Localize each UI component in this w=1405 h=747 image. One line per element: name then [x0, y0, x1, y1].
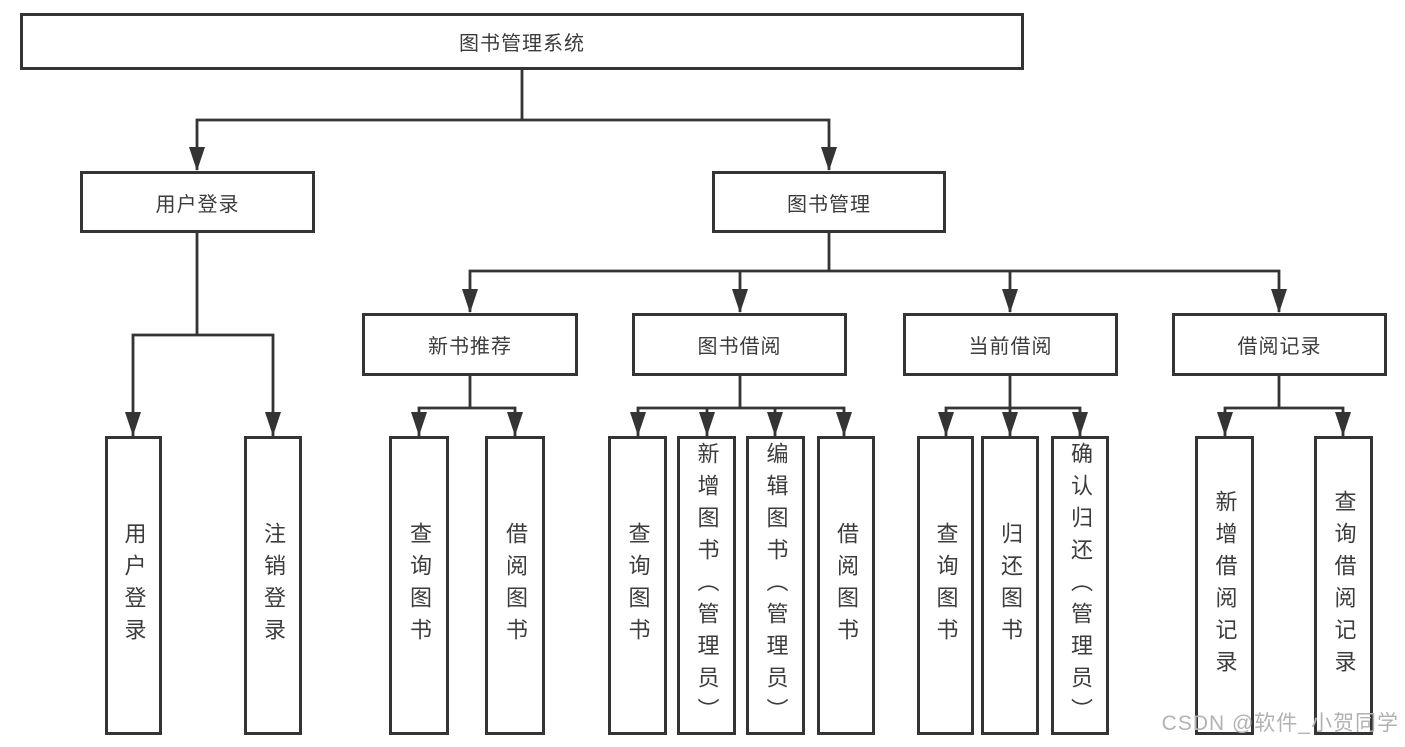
- leaf-edit-books-admin: 编辑图书（管理员）: [746, 436, 805, 735]
- leaf-confirm-return-admin-label: 确认归还（管理员）: [1068, 441, 1093, 730]
- leaf-return-books-label: 归还图书: [998, 521, 1023, 650]
- arrowheads: [125, 147, 1351, 436]
- node-book-borrowing: 图书借阅: [632, 313, 847, 376]
- leaf-query-borrow-record: 查询借阅记录: [1314, 436, 1373, 735]
- node-current-borrowing-label: 当前借阅: [968, 336, 1053, 358]
- node-library-system-label: 图书管理系统: [459, 33, 585, 55]
- node-current-borrowing: 当前借阅: [903, 313, 1118, 376]
- leaf-add-borrow-record-label: 新增借阅记录: [1212, 489, 1238, 682]
- leaf-add-borrow-record: 新增借阅记录: [1195, 436, 1254, 735]
- leaf-add-books-admin: 新增图书（管理员）: [677, 436, 736, 735]
- leaf-borrow-books-recommend: 借阅图书: [485, 436, 545, 735]
- leaf-query-borrow-record-label: 查询借阅记录: [1331, 489, 1357, 682]
- node-book-management: 图书管理: [712, 171, 946, 233]
- node-borrowing-records-label: 借阅记录: [1237, 336, 1322, 358]
- leaf-user-login: 用户登录: [105, 436, 162, 735]
- leaf-query-books-recommend: 查询图书: [389, 436, 449, 735]
- leaf-return-books: 归还图书: [981, 436, 1039, 735]
- leaf-confirm-return-admin: 确认归还（管理员）: [1051, 436, 1109, 735]
- leaf-borrow-books-recommend-label: 借阅图书: [503, 521, 528, 650]
- leaf-query-books-recommend-label: 查询图书: [407, 521, 432, 650]
- leaf-query-books-current-label: 查询图书: [933, 521, 959, 650]
- leaf-user-login-label: 用户登录: [121, 521, 147, 650]
- node-book-borrowing-label: 图书借阅: [697, 336, 782, 358]
- leaf-borrow-books: 借阅图书: [817, 436, 875, 735]
- csdn-watermark: CSDN @软件_小贺同学: [1161, 712, 1399, 735]
- node-user-login-label: 用户登录: [155, 193, 240, 216]
- node-book-management-label: 图书管理: [787, 193, 871, 216]
- leaf-logout-label: 注销登录: [261, 521, 286, 650]
- node-new-book-recommend-label: 新书推荐: [428, 336, 512, 358]
- leaf-borrow-books-label: 借阅图书: [834, 521, 859, 650]
- leaf-query-books-borrow: 查询图书: [608, 436, 667, 735]
- node-library-system: 图书管理系统: [20, 13, 1024, 70]
- leaf-logout: 注销登录: [244, 436, 302, 735]
- leaf-edit-books-admin-label: 编辑图书（管理员）: [763, 441, 789, 730]
- node-user-login: 用户登录: [80, 171, 315, 233]
- node-new-book-recommend: 新书推荐: [362, 313, 578, 376]
- tree-edges: [131, 70, 1345, 436]
- leaf-add-books-admin-label: 新增图书（管理员）: [694, 441, 720, 730]
- leaf-query-books-current: 查询图书: [917, 436, 974, 735]
- node-borrowing-records: 借阅记录: [1172, 313, 1387, 376]
- leaf-query-books-borrow-label: 查询图书: [625, 521, 651, 650]
